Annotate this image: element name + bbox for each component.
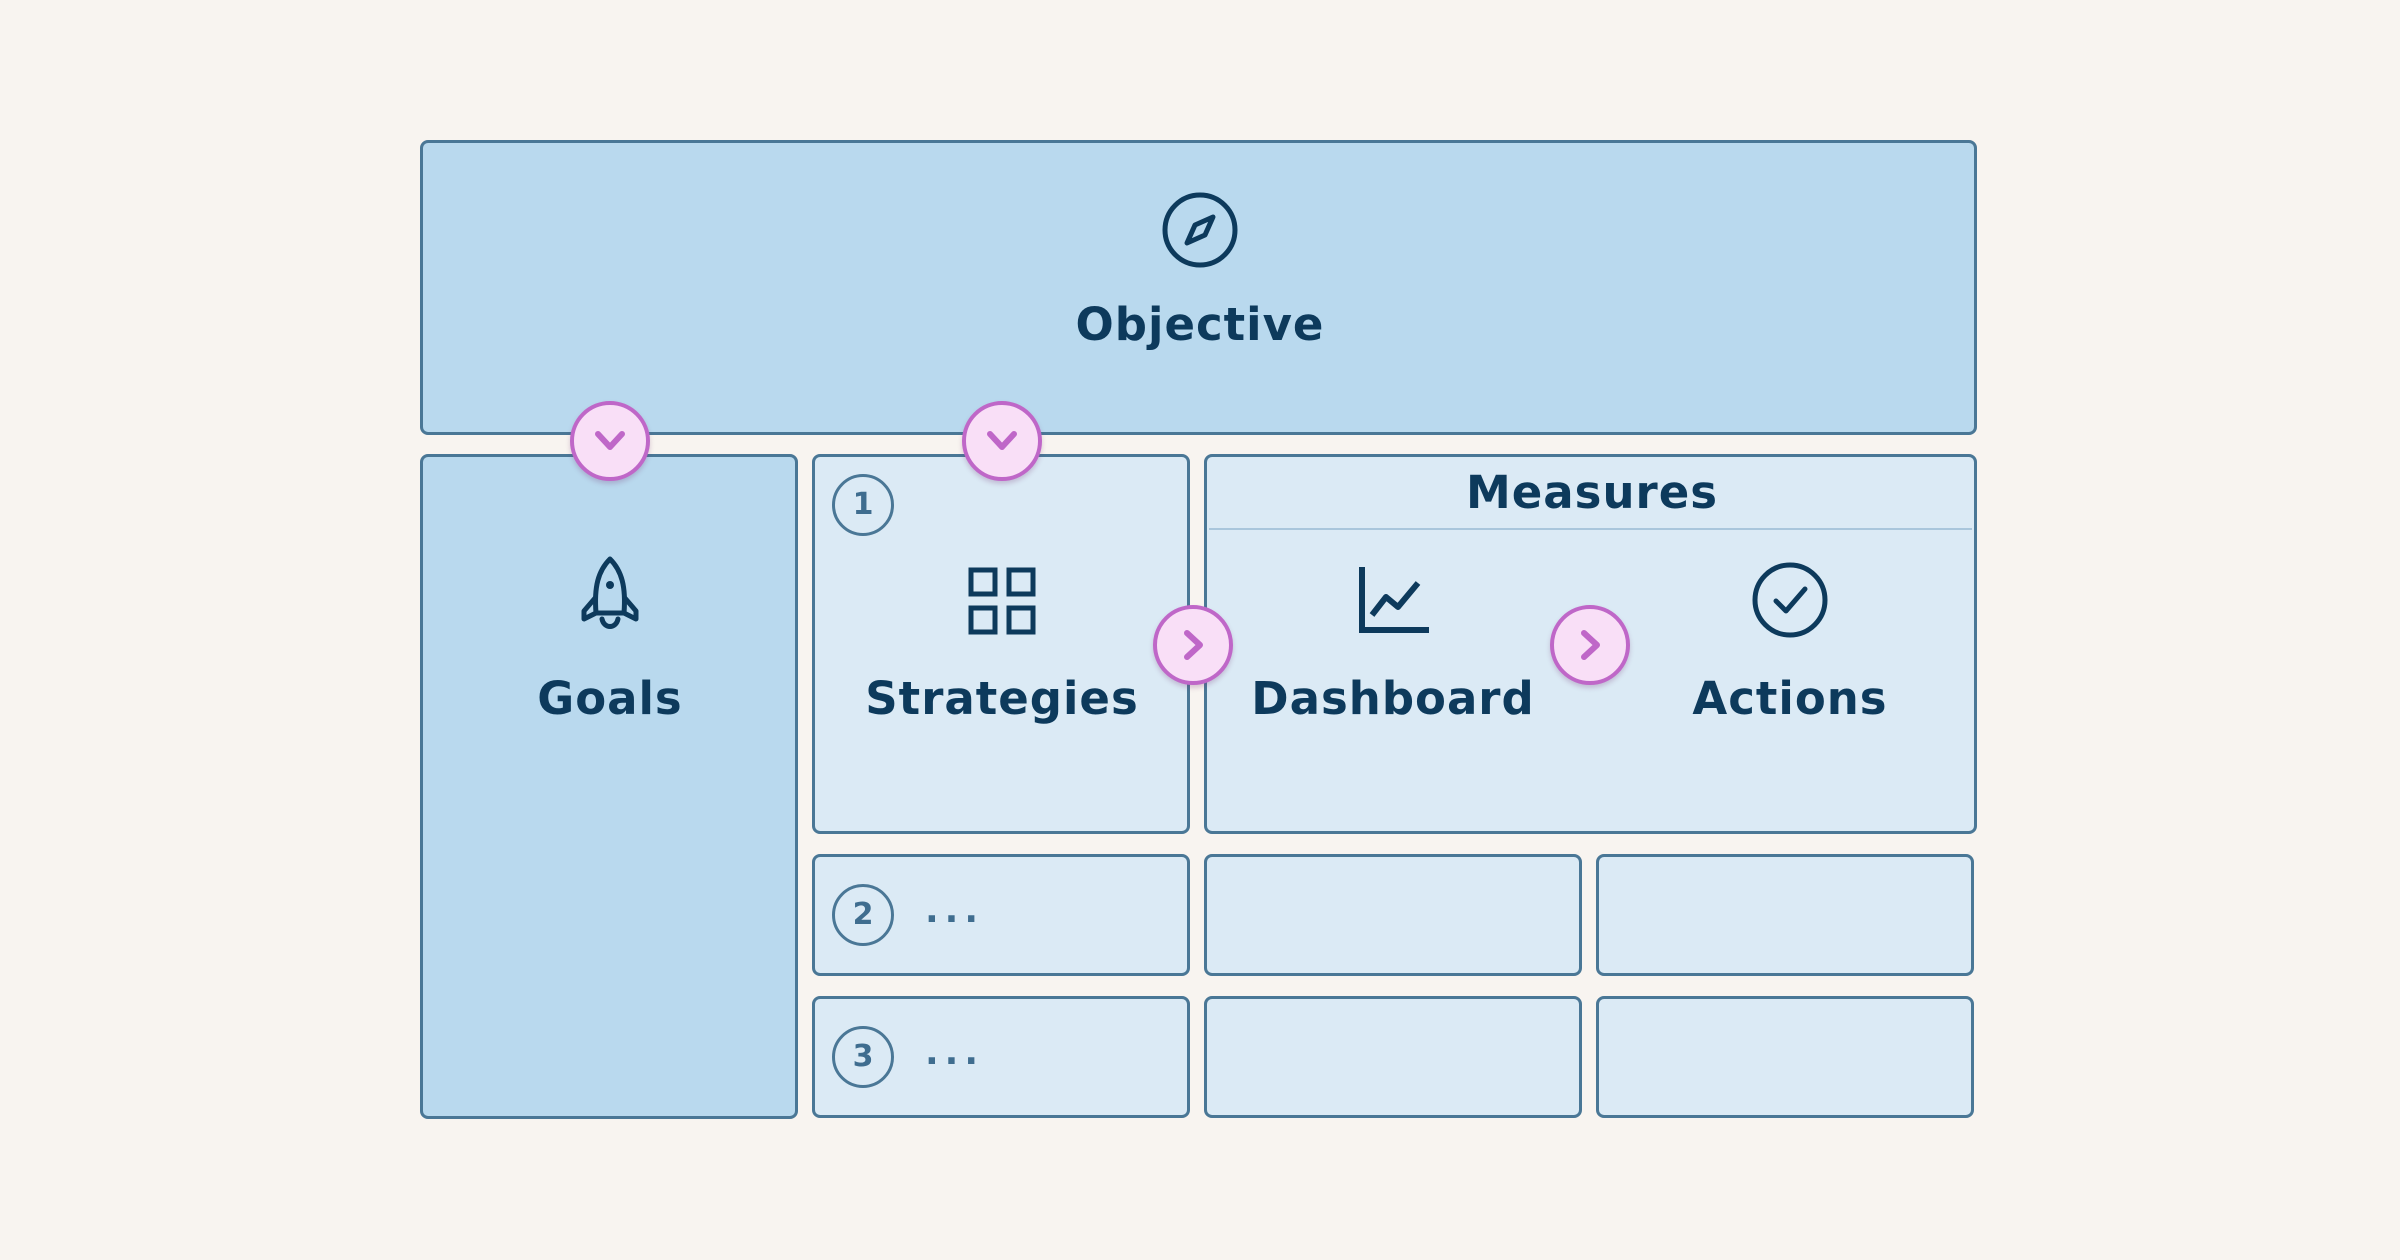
chevron-down-icon (595, 431, 625, 450)
goals-label: Goals (537, 672, 683, 725)
actions-cell-3 (1596, 996, 1974, 1118)
rocket-icon (570, 553, 650, 647)
objective-box (420, 140, 1977, 435)
placeholder-ellipsis: ... (925, 1032, 985, 1073)
strategy-number-badge: 2 (832, 884, 894, 946)
objective-to-strategies-connector (962, 401, 1042, 481)
dashboard-cell-2 (1204, 854, 1582, 976)
chevron-right-icon (1184, 630, 1203, 660)
grid-icon (966, 565, 1038, 641)
objective-label: Objective (1075, 298, 1325, 351)
measures-divider (1209, 528, 1972, 530)
strategies-to-measures-connector (1153, 605, 1233, 685)
chevron-down-icon (987, 431, 1017, 450)
goals-box (420, 454, 798, 1119)
objective-to-goals-connector (570, 401, 650, 481)
actions-cell-2 (1596, 854, 1974, 976)
placeholder-ellipsis: ... (925, 890, 985, 931)
chevron-right-icon (1581, 630, 1600, 660)
check-circle-icon (1750, 560, 1830, 644)
compass-icon (1160, 190, 1240, 274)
actions-label: Actions (1692, 672, 1888, 725)
strategy-number-badge: 3 (832, 1026, 894, 1088)
strategy-number-badge: 1 (832, 474, 894, 536)
dashboard-label: Dashboard (1251, 672, 1535, 725)
line-chart-icon (1355, 565, 1431, 641)
dashboard-cell-3 (1204, 996, 1582, 1118)
dashboard-to-actions-connector (1550, 605, 1630, 685)
measures-title: Measures (1466, 466, 1718, 519)
strategies-label: Strategies (865, 672, 1139, 725)
